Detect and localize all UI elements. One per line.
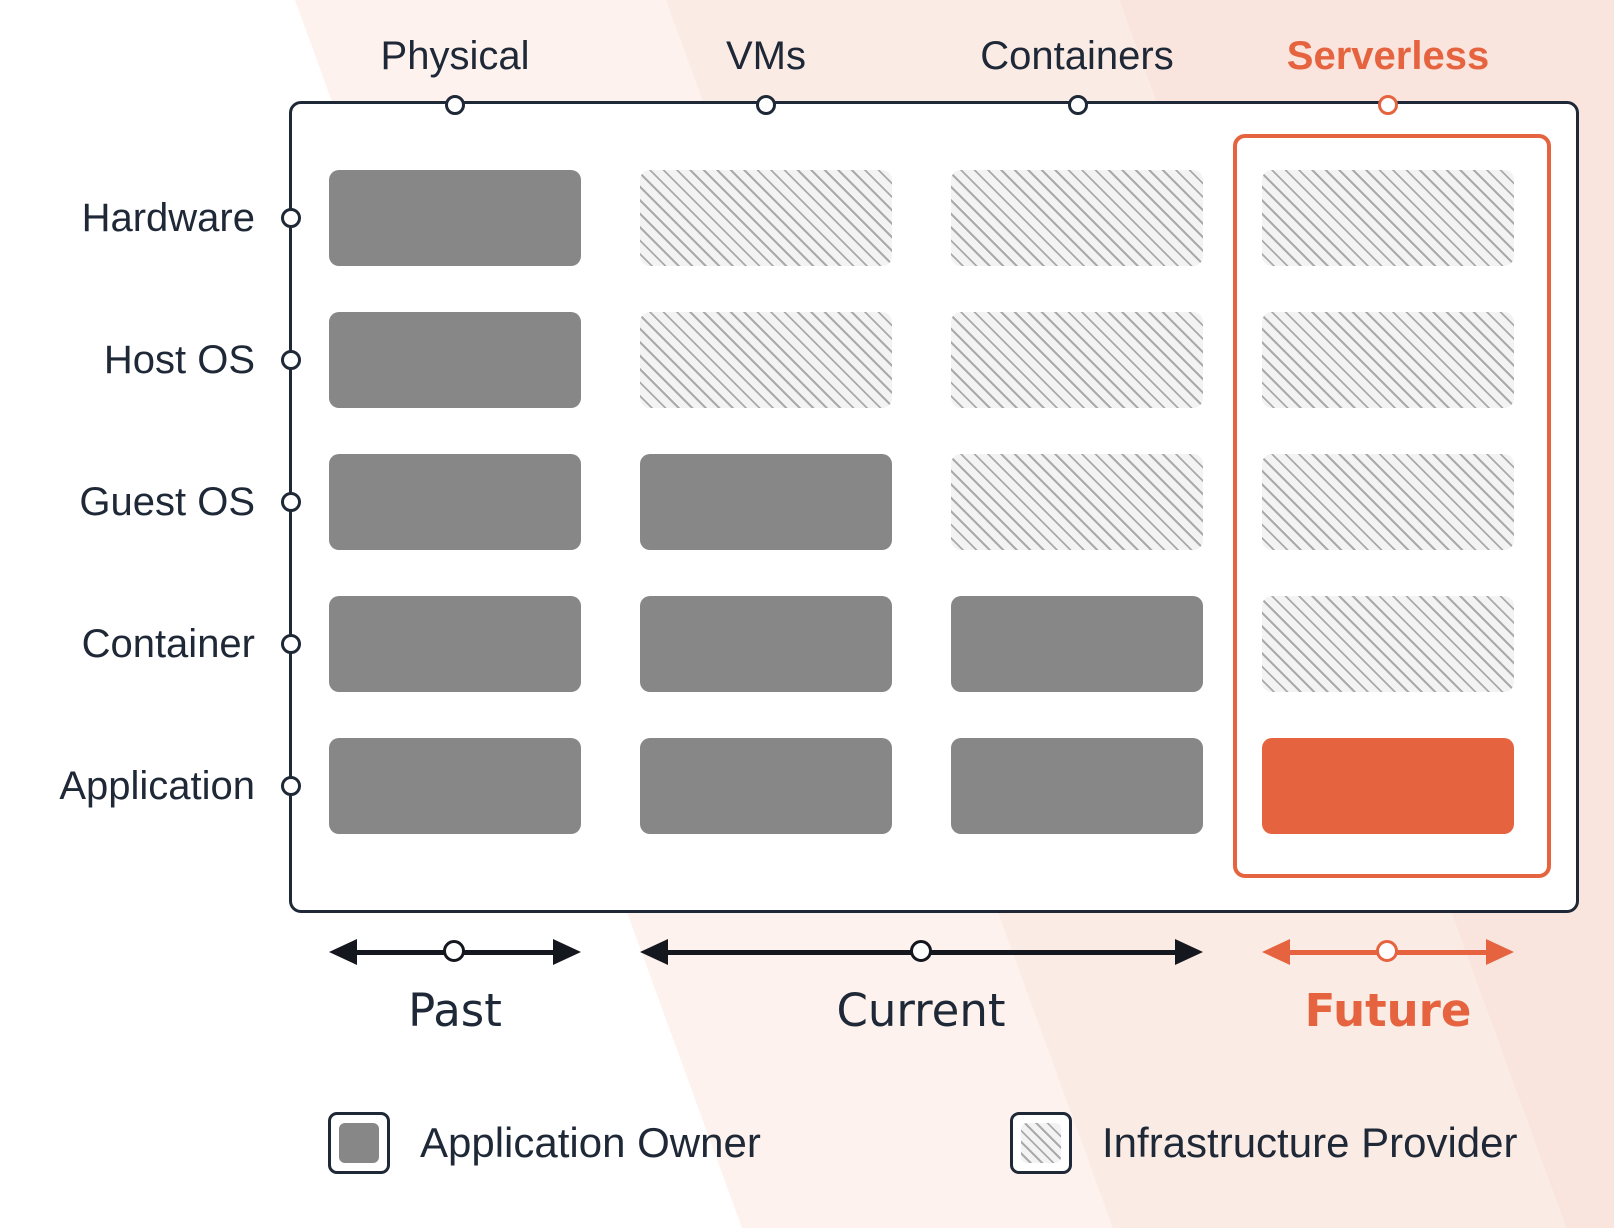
era-label-current: Current — [836, 984, 1006, 1037]
cell-container-containers — [951, 596, 1203, 692]
row-tick-container — [281, 634, 301, 654]
column-header-vms: VMs — [726, 34, 806, 78]
legend-chip-provider-icon — [1021, 1123, 1061, 1163]
arrow-right-head-icon — [1175, 939, 1203, 965]
legend-label: Infrastructure Provider — [1102, 1119, 1518, 1166]
row-label-application: Application — [59, 764, 255, 808]
row-tick-guest-os — [281, 492, 301, 512]
row-label-host-os: Host OS — [103, 338, 255, 382]
column-tick-serverless — [1378, 95, 1398, 115]
arrow-right-head-icon — [553, 939, 581, 965]
cell-host-os-serverless — [1262, 312, 1514, 408]
row-label-guest-os: Guest OS — [79, 480, 255, 524]
arrow-midpoint-icon — [443, 940, 465, 962]
era-arrow-current — [640, 938, 1203, 966]
legend-item-infrastructure-provider: Infrastructure Provider — [1010, 1112, 1518, 1174]
cell-guest-os-serverless — [1262, 454, 1514, 550]
legend-swatch-provider-icon — [1010, 1112, 1072, 1174]
legend-item-application-owner: Application Owner — [328, 1112, 761, 1174]
column-tick-containers — [1068, 95, 1088, 115]
cell-hardware-containers — [951, 170, 1203, 266]
cell-host-os-containers — [951, 312, 1203, 408]
era-label-past: Past — [408, 984, 502, 1037]
era-arrow-future — [1262, 938, 1514, 966]
cell-guest-os-containers — [951, 454, 1203, 550]
serverless-highlight-border — [1233, 134, 1551, 878]
cell-container-vms — [640, 596, 892, 692]
arrow-right-head-icon — [1486, 939, 1514, 965]
row-label-hardware: Hardware — [81, 196, 255, 240]
column-header-serverless: Serverless — [1286, 34, 1490, 78]
cell-container-physical — [329, 596, 581, 692]
legend-label: Application Owner — [420, 1119, 761, 1166]
cell-host-os-physical — [329, 312, 581, 408]
column-tick-vms — [756, 95, 776, 115]
column-header-containers: Containers — [980, 34, 1174, 78]
era-arrow-past — [329, 938, 581, 966]
legend-chip-owner-icon — [339, 1123, 379, 1163]
cell-host-os-vms — [640, 312, 892, 408]
cell-application-vms — [640, 738, 892, 834]
row-tick-hardware — [281, 208, 301, 228]
arrow-midpoint-icon — [909, 940, 932, 962]
legend-swatch-owner-icon — [328, 1112, 390, 1174]
era-label-future: Future — [1304, 984, 1472, 1037]
cell-hardware-serverless — [1262, 170, 1514, 266]
arrow-midpoint-icon — [1376, 940, 1398, 962]
cell-hardware-vms — [640, 170, 892, 266]
column-header-physical: Physical — [380, 34, 530, 78]
cell-application-serverless — [1262, 738, 1514, 834]
cell-guest-os-physical — [329, 454, 581, 550]
cell-application-containers — [951, 738, 1203, 834]
cell-application-physical — [329, 738, 581, 834]
row-tick-host-os — [281, 350, 301, 370]
row-tick-application — [281, 776, 301, 796]
cell-container-serverless — [1262, 596, 1514, 692]
cell-hardware-physical — [329, 170, 581, 266]
cell-guest-os-vms — [640, 454, 892, 550]
row-label-container: Container — [81, 622, 255, 666]
column-tick-physical — [445, 95, 465, 115]
